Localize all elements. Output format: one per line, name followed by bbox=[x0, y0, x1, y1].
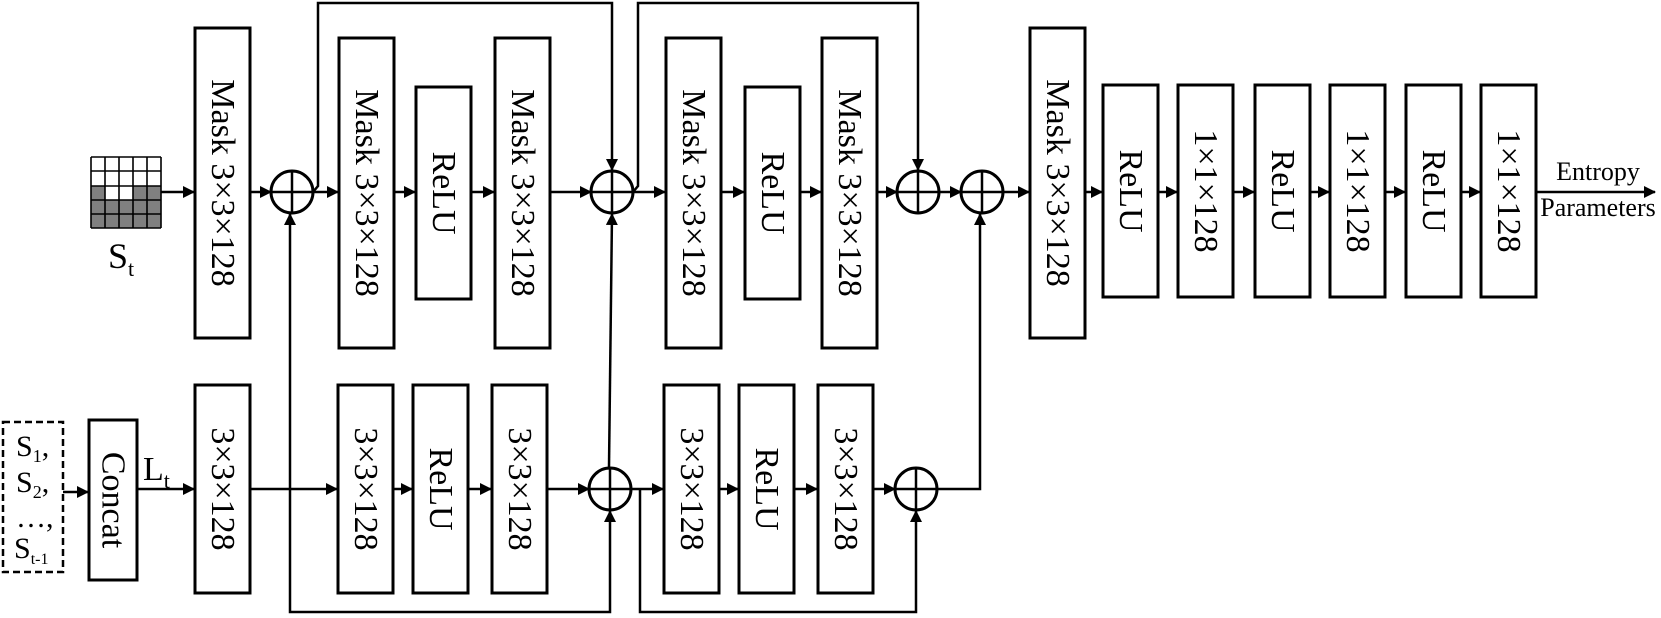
head-conv1x1-1: 1×1×128 bbox=[1176, 83, 1235, 299]
sum-node-top-2 bbox=[589, 169, 635, 215]
head-conv1x1-2: 1×1×128 bbox=[1328, 83, 1387, 299]
bottom-res1-relu: ReLU bbox=[411, 383, 470, 595]
top-res1-mask-conv-a: Mask 3×3×128 bbox=[337, 36, 396, 350]
svg-text:Mask 3×3×128: Mask 3×3×128 bbox=[675, 89, 712, 296]
sum-node-bottom-1 bbox=[587, 466, 633, 512]
svg-text:ReLU: ReLU bbox=[754, 151, 791, 234]
bottom-conv-1: 3×3×128 bbox=[193, 383, 252, 595]
svg-text:3×3×128: 3×3×128 bbox=[347, 427, 384, 550]
svg-text:3×3×128: 3×3×128 bbox=[827, 427, 864, 550]
bottom-res2-conv-b: 3×3×128 bbox=[816, 383, 875, 595]
svg-text:1×1×128: 1×1×128 bbox=[1490, 129, 1527, 252]
svg-text:Mask 3×3×128: Mask 3×3×128 bbox=[504, 89, 541, 296]
st-grid-icon bbox=[90, 156, 162, 229]
connections bbox=[63, 1, 1656, 614]
svg-text:ReLU: ReLU bbox=[1415, 149, 1452, 232]
svg-text:S1,: S1, bbox=[16, 430, 49, 466]
svg-text:1×1×128: 1×1×128 bbox=[1339, 129, 1376, 252]
svg-text:…,: …, bbox=[16, 501, 54, 534]
svg-text:3×3×128: 3×3×128 bbox=[204, 427, 241, 550]
svg-text:Mask 3×3×128: Mask 3×3×128 bbox=[348, 89, 385, 296]
svg-text:Mask 3×3×128: Mask 3×3×128 bbox=[1039, 79, 1076, 286]
lt-label: Lt bbox=[143, 451, 170, 493]
svg-text:S2,: S2, bbox=[16, 466, 49, 502]
bottom-res1-conv-b: 3×3×128 bbox=[490, 383, 549, 595]
svg-text:Mask 3×3×128: Mask 3×3×128 bbox=[204, 79, 241, 286]
top-res1-mask-conv-b: Mask 3×3×128 bbox=[493, 36, 552, 350]
top-res2-relu: ReLU bbox=[743, 85, 802, 301]
svg-text:Concat: Concat bbox=[95, 452, 132, 549]
head-relu-3: ReLU bbox=[1404, 83, 1463, 299]
svg-text:ReLU: ReLU bbox=[422, 447, 459, 530]
st-label: St bbox=[108, 236, 134, 281]
sum-node-top-1 bbox=[269, 169, 315, 215]
top-mask-conv-1: Mask 3×3×128 bbox=[193, 26, 252, 340]
svg-text:ReLU: ReLU bbox=[1112, 149, 1149, 232]
head-relu-1: ReLU bbox=[1101, 83, 1160, 299]
sum-node-top-3 bbox=[895, 169, 941, 215]
bottom-res2-relu: ReLU bbox=[737, 383, 796, 595]
svg-text:ReLU: ReLU bbox=[748, 447, 785, 530]
bottom-res1-conv-a: 3×3×128 bbox=[336, 383, 395, 595]
concat-block: Concat bbox=[87, 418, 139, 582]
top-res2-mask-conv-a: Mask 3×3×128 bbox=[664, 36, 723, 350]
svg-text:St-1: St-1 bbox=[14, 532, 48, 568]
svg-text:3×3×128: 3×3×128 bbox=[501, 427, 538, 550]
parameters-label: Parameters bbox=[1540, 193, 1656, 222]
head-relu-2: ReLU bbox=[1253, 83, 1312, 299]
previous-symbols-input: S1, S2, …, St-1 bbox=[1, 420, 65, 574]
head-mask-conv: Mask 3×3×128 bbox=[1028, 26, 1087, 340]
svg-text:1×1×128: 1×1×128 bbox=[1187, 129, 1224, 252]
svg-text:ReLU: ReLU bbox=[425, 151, 462, 234]
sum-node-bottom-2 bbox=[893, 466, 939, 512]
bottom-res2-conv-a: 3×3×128 bbox=[662, 383, 721, 595]
top-res2-mask-conv-b: Mask 3×3×128 bbox=[820, 36, 879, 350]
svg-text:Mask 3×3×128: Mask 3×3×128 bbox=[831, 89, 868, 296]
svg-text:3×3×128: 3×3×128 bbox=[673, 427, 710, 550]
svg-text:ReLU: ReLU bbox=[1264, 149, 1301, 232]
entropy-label: Entropy bbox=[1556, 157, 1640, 186]
top-res1-relu: ReLU bbox=[414, 85, 473, 301]
sum-node-merge bbox=[959, 169, 1005, 215]
head-conv1x1-3: 1×1×128 bbox=[1479, 83, 1538, 299]
